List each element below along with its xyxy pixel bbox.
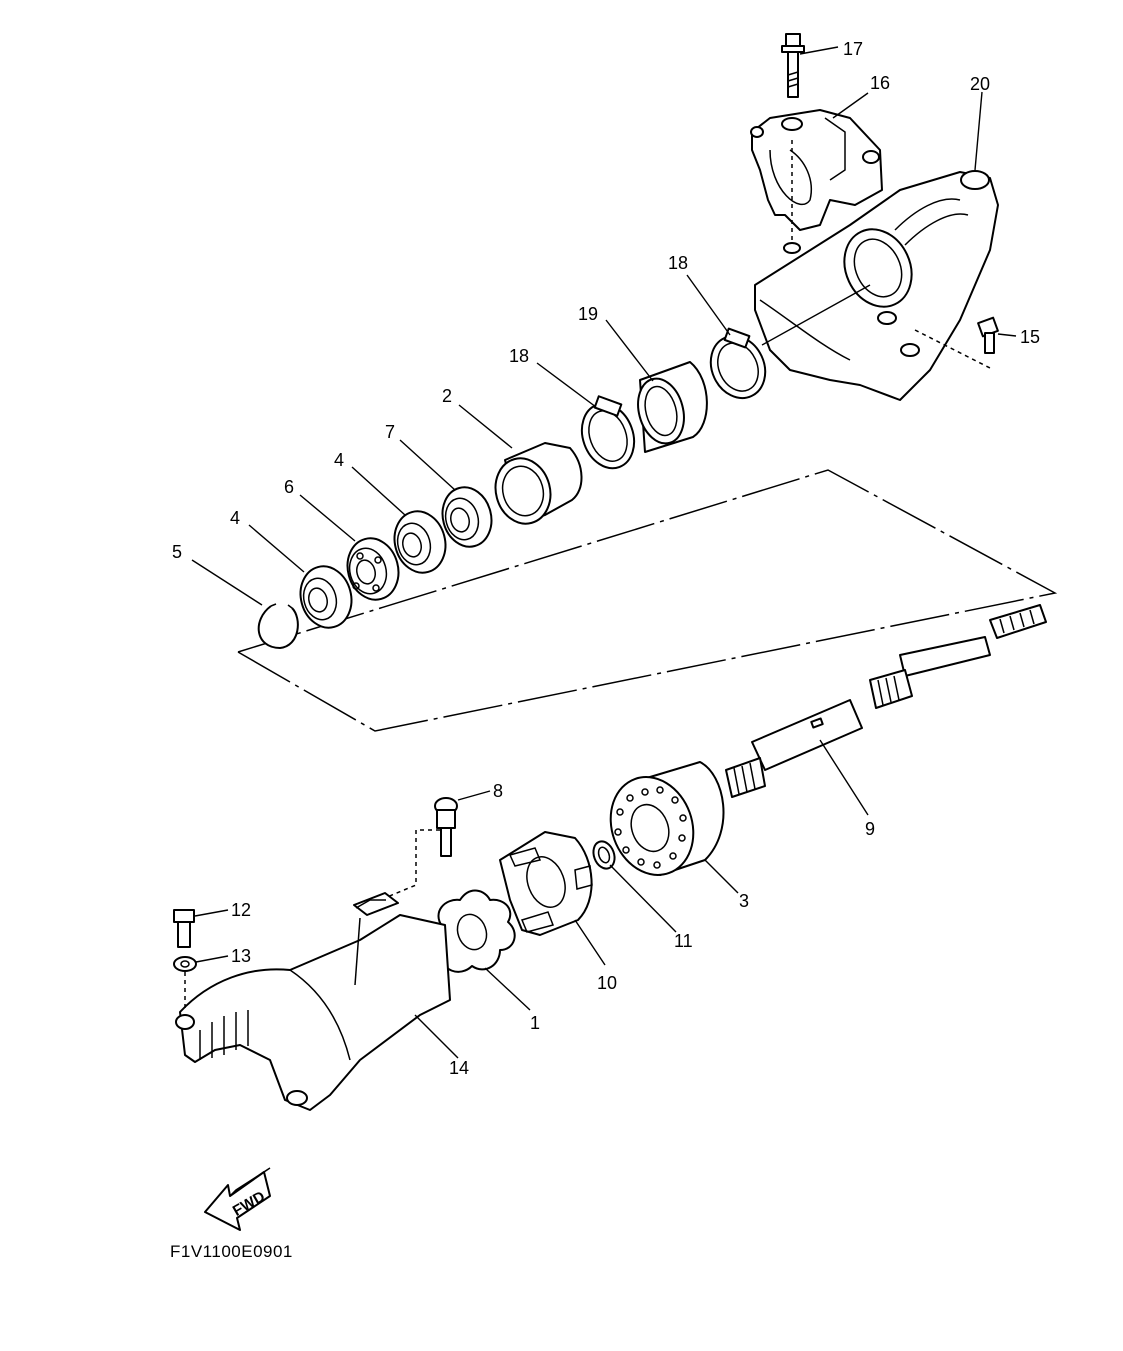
part-2-bushing [494,442,583,525]
part-17-bolt [781,33,805,98]
part-16-bracket [750,109,883,231]
callout-13: 13 [231,946,251,966]
part-15-bolt [977,316,999,354]
callout-18-upper: 18 [668,253,688,273]
part-18-clamp-upper [709,327,767,400]
callout-4-lower: 4 [230,508,240,528]
callout-20: 20 [970,74,990,94]
callout-8: 8 [493,781,503,801]
callout-16: 16 [870,73,890,93]
callout-11: 11 [674,931,693,951]
callout-15: 15 [1020,327,1040,347]
part-10-damper-housing [499,831,593,936]
part-18-clamp-lower [580,395,636,470]
part-3-coupler [609,761,725,876]
part-14-cover [175,892,451,1111]
callout-2: 2 [442,386,452,406]
callout-4-upper: 4 [334,450,344,470]
part-6-bearing [346,537,400,601]
part-11-washer [592,840,616,870]
part-19-sleeve [637,361,708,453]
callout-10: 10 [597,973,617,993]
callout-12: 12 [231,900,251,920]
group-outline [237,469,1058,732]
part-8-grease-fitting [434,797,458,857]
part-20-housing [754,170,999,401]
callout-3: 3 [739,891,749,911]
callout-18-lower: 18 [509,346,529,366]
callout-19: 19 [578,304,598,324]
callout-6: 6 [284,477,294,497]
part-7-bearing [441,486,493,548]
part-12-bolt [173,909,195,948]
part-4-bearing-upper [393,510,447,574]
callout-1: 1 [530,1013,540,1033]
callout-7: 7 [385,422,395,442]
part-9-shaft [725,604,1047,798]
callout-9: 9 [865,819,875,839]
callout-5: 5 [172,542,182,562]
callout-17: 17 [843,39,863,59]
callout-14: 14 [449,1058,469,1078]
document-code: F1V1100E0901 [170,1242,293,1261]
part-4-bearing-lower [299,565,353,629]
part-5-circlip [257,603,299,649]
part-13-washer [173,956,197,972]
fwd-arrow-icon: FWD [204,1167,271,1231]
